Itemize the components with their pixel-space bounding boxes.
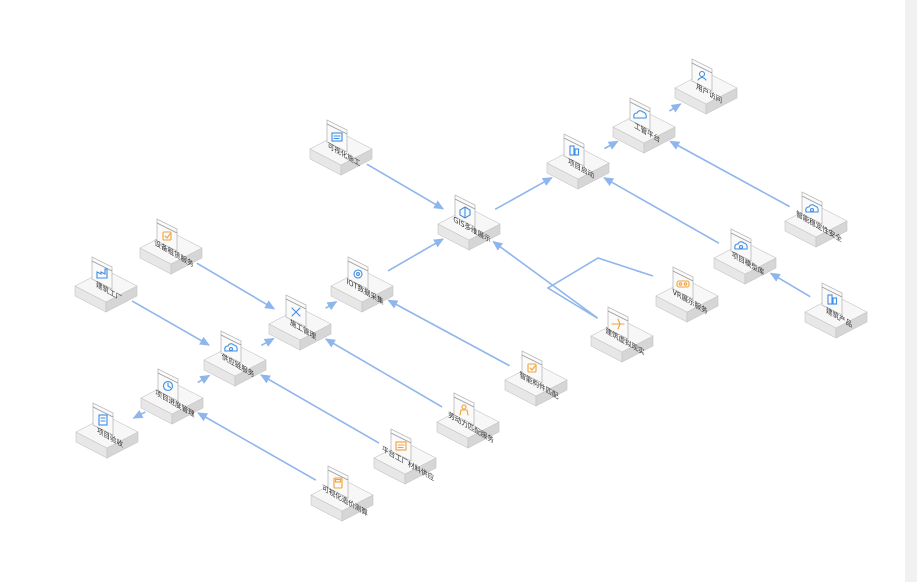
card-header-line bbox=[285, 298, 307, 310]
cubes-icon bbox=[459, 206, 471, 219]
building-icon bbox=[569, 145, 580, 156]
connector-cost-control-to-progress-mgmt bbox=[197, 412, 317, 481]
node-engineering-platform[interactable]: 工管平台 bbox=[612, 97, 676, 154]
cloud-icon bbox=[633, 110, 647, 119]
calculator-icon bbox=[333, 477, 343, 489]
icon-card bbox=[285, 294, 307, 328]
card-header-line bbox=[326, 123, 348, 135]
folder-icon bbox=[395, 441, 407, 451]
node-gis-display[interactable]: GIS多维展示 bbox=[437, 194, 501, 251]
node-project-model[interactable]: 项目模型库 bbox=[713, 228, 777, 285]
card-header-line bbox=[691, 62, 713, 74]
node-equipment-rental[interactable]: 设备租赁服务 bbox=[139, 218, 203, 275]
node-iot-collection[interactable]: IOT数据采集 bbox=[330, 256, 394, 313]
node-smart-components[interactable]: 智能构件匹配 bbox=[504, 350, 568, 407]
icon-card bbox=[629, 97, 651, 131]
node-user-access[interactable]: 用户访问 bbox=[674, 58, 738, 115]
card-header-line bbox=[390, 432, 412, 444]
card-header-line bbox=[672, 270, 694, 282]
icon-card bbox=[156, 218, 178, 252]
card-header-line bbox=[157, 372, 179, 384]
connector-build-factory-to-supply-chain bbox=[131, 300, 210, 346]
connector-building-virtual-to-gis-display bbox=[492, 241, 599, 319]
iot-icon bbox=[353, 269, 363, 279]
connector-modular-construction-to-gis-display bbox=[366, 163, 445, 210]
card-header-line bbox=[801, 195, 823, 207]
connector-project-model-to-project-start bbox=[603, 177, 720, 244]
checklist-icon bbox=[98, 414, 108, 426]
card-header-line bbox=[821, 286, 843, 298]
connections-layer bbox=[131, 103, 811, 481]
node-construction-mgmt[interactable]: 施工管理 bbox=[268, 294, 332, 351]
node-build-factory[interactable]: 建筑工厂 bbox=[74, 256, 138, 313]
factory-icon bbox=[96, 268, 108, 279]
connector-supply-chain-to-construction-mgmt bbox=[260, 337, 275, 347]
node-progress-mgmt[interactable]: 项目进度管理 bbox=[140, 368, 204, 425]
card-header-line bbox=[629, 101, 651, 113]
card-header-line bbox=[156, 222, 178, 234]
vr-icon bbox=[676, 280, 690, 288]
node-building-virtual[interactable]: 建筑虚拟现实 bbox=[590, 306, 654, 363]
connector-construction-mgmt-to-iot-collection bbox=[325, 300, 338, 311]
card-header-line bbox=[92, 406, 114, 418]
clock-icon bbox=[162, 380, 174, 392]
card-header-line bbox=[730, 232, 752, 244]
icon-card bbox=[691, 58, 713, 92]
connector-progress-mgmt-to-project-acceptance bbox=[132, 409, 146, 419]
node-modular-construction[interactable]: 可视化施工 bbox=[309, 119, 373, 176]
scrollbar-track[interactable] bbox=[905, 0, 917, 582]
tools-icon bbox=[291, 307, 301, 317]
worker-icon bbox=[459, 404, 469, 416]
plane-icon bbox=[611, 318, 625, 330]
card-header-line bbox=[453, 396, 475, 408]
node-project-acceptance[interactable]: 项目验收 bbox=[75, 402, 139, 459]
city-icon bbox=[827, 294, 838, 305]
card-header-line bbox=[220, 334, 242, 346]
node-cost-control[interactable]: 可视化造价测算 bbox=[310, 465, 374, 522]
icon-card bbox=[607, 306, 629, 340]
card-header-line bbox=[607, 310, 629, 322]
connector-construction-product-to-project-model bbox=[769, 272, 811, 298]
card-header-line bbox=[327, 469, 349, 481]
icon-card bbox=[92, 402, 114, 436]
connector-vr-service-to-building-virtual bbox=[546, 257, 654, 319]
component-icon bbox=[527, 363, 537, 373]
connector-equipment-rental-to-construction-mgmt bbox=[196, 262, 276, 310]
connector-project-start-to-engineering-platform bbox=[603, 140, 619, 150]
equipment-icon bbox=[162, 231, 172, 241]
blueprint-icon bbox=[331, 132, 343, 142]
chain-cloud-icon bbox=[224, 343, 238, 352]
card-header-line bbox=[347, 260, 369, 272]
connector-engineering-platform-to-user-access bbox=[668, 103, 682, 113]
node-security-check[interactable]: 智能稳定性安全 bbox=[784, 191, 848, 248]
connector-progress-mgmt-to-supply-chain bbox=[197, 374, 211, 384]
connector-iot-collection-to-gis-display bbox=[387, 238, 445, 272]
card-header-line bbox=[521, 354, 543, 366]
connector-platform-factory-to-supply-chain bbox=[260, 374, 380, 444]
node-construction-product[interactable]: 建筑产品 bbox=[804, 282, 868, 339]
connector-smart-components-to-iot-collection bbox=[387, 299, 510, 367]
card-header-line bbox=[454, 198, 476, 210]
icon-card bbox=[672, 266, 694, 300]
connector-gis-display-to-project-start bbox=[494, 176, 553, 211]
card-header-line bbox=[91, 260, 113, 272]
connector-labor-matching-to-construction-mgmt bbox=[324, 338, 443, 408]
node-labor-matching[interactable]: 劳动力匹配服务 bbox=[436, 392, 500, 449]
cloud-network-icon bbox=[734, 241, 748, 250]
connector-security-check-to-engineering-platform bbox=[669, 140, 791, 208]
user-icon bbox=[697, 70, 707, 81]
cloud-lock-icon bbox=[805, 204, 819, 213]
icon-card bbox=[521, 350, 543, 384]
node-supply-chain[interactable]: 供应链服务 bbox=[203, 330, 267, 387]
node-vr-service[interactable]: VR展示服务 bbox=[655, 266, 719, 323]
card-header-line bbox=[563, 137, 585, 149]
node-platform-factory[interactable]: 平台工厂材料供应 bbox=[373, 428, 437, 485]
node-project-start[interactable]: 项目启动 bbox=[546, 133, 610, 190]
